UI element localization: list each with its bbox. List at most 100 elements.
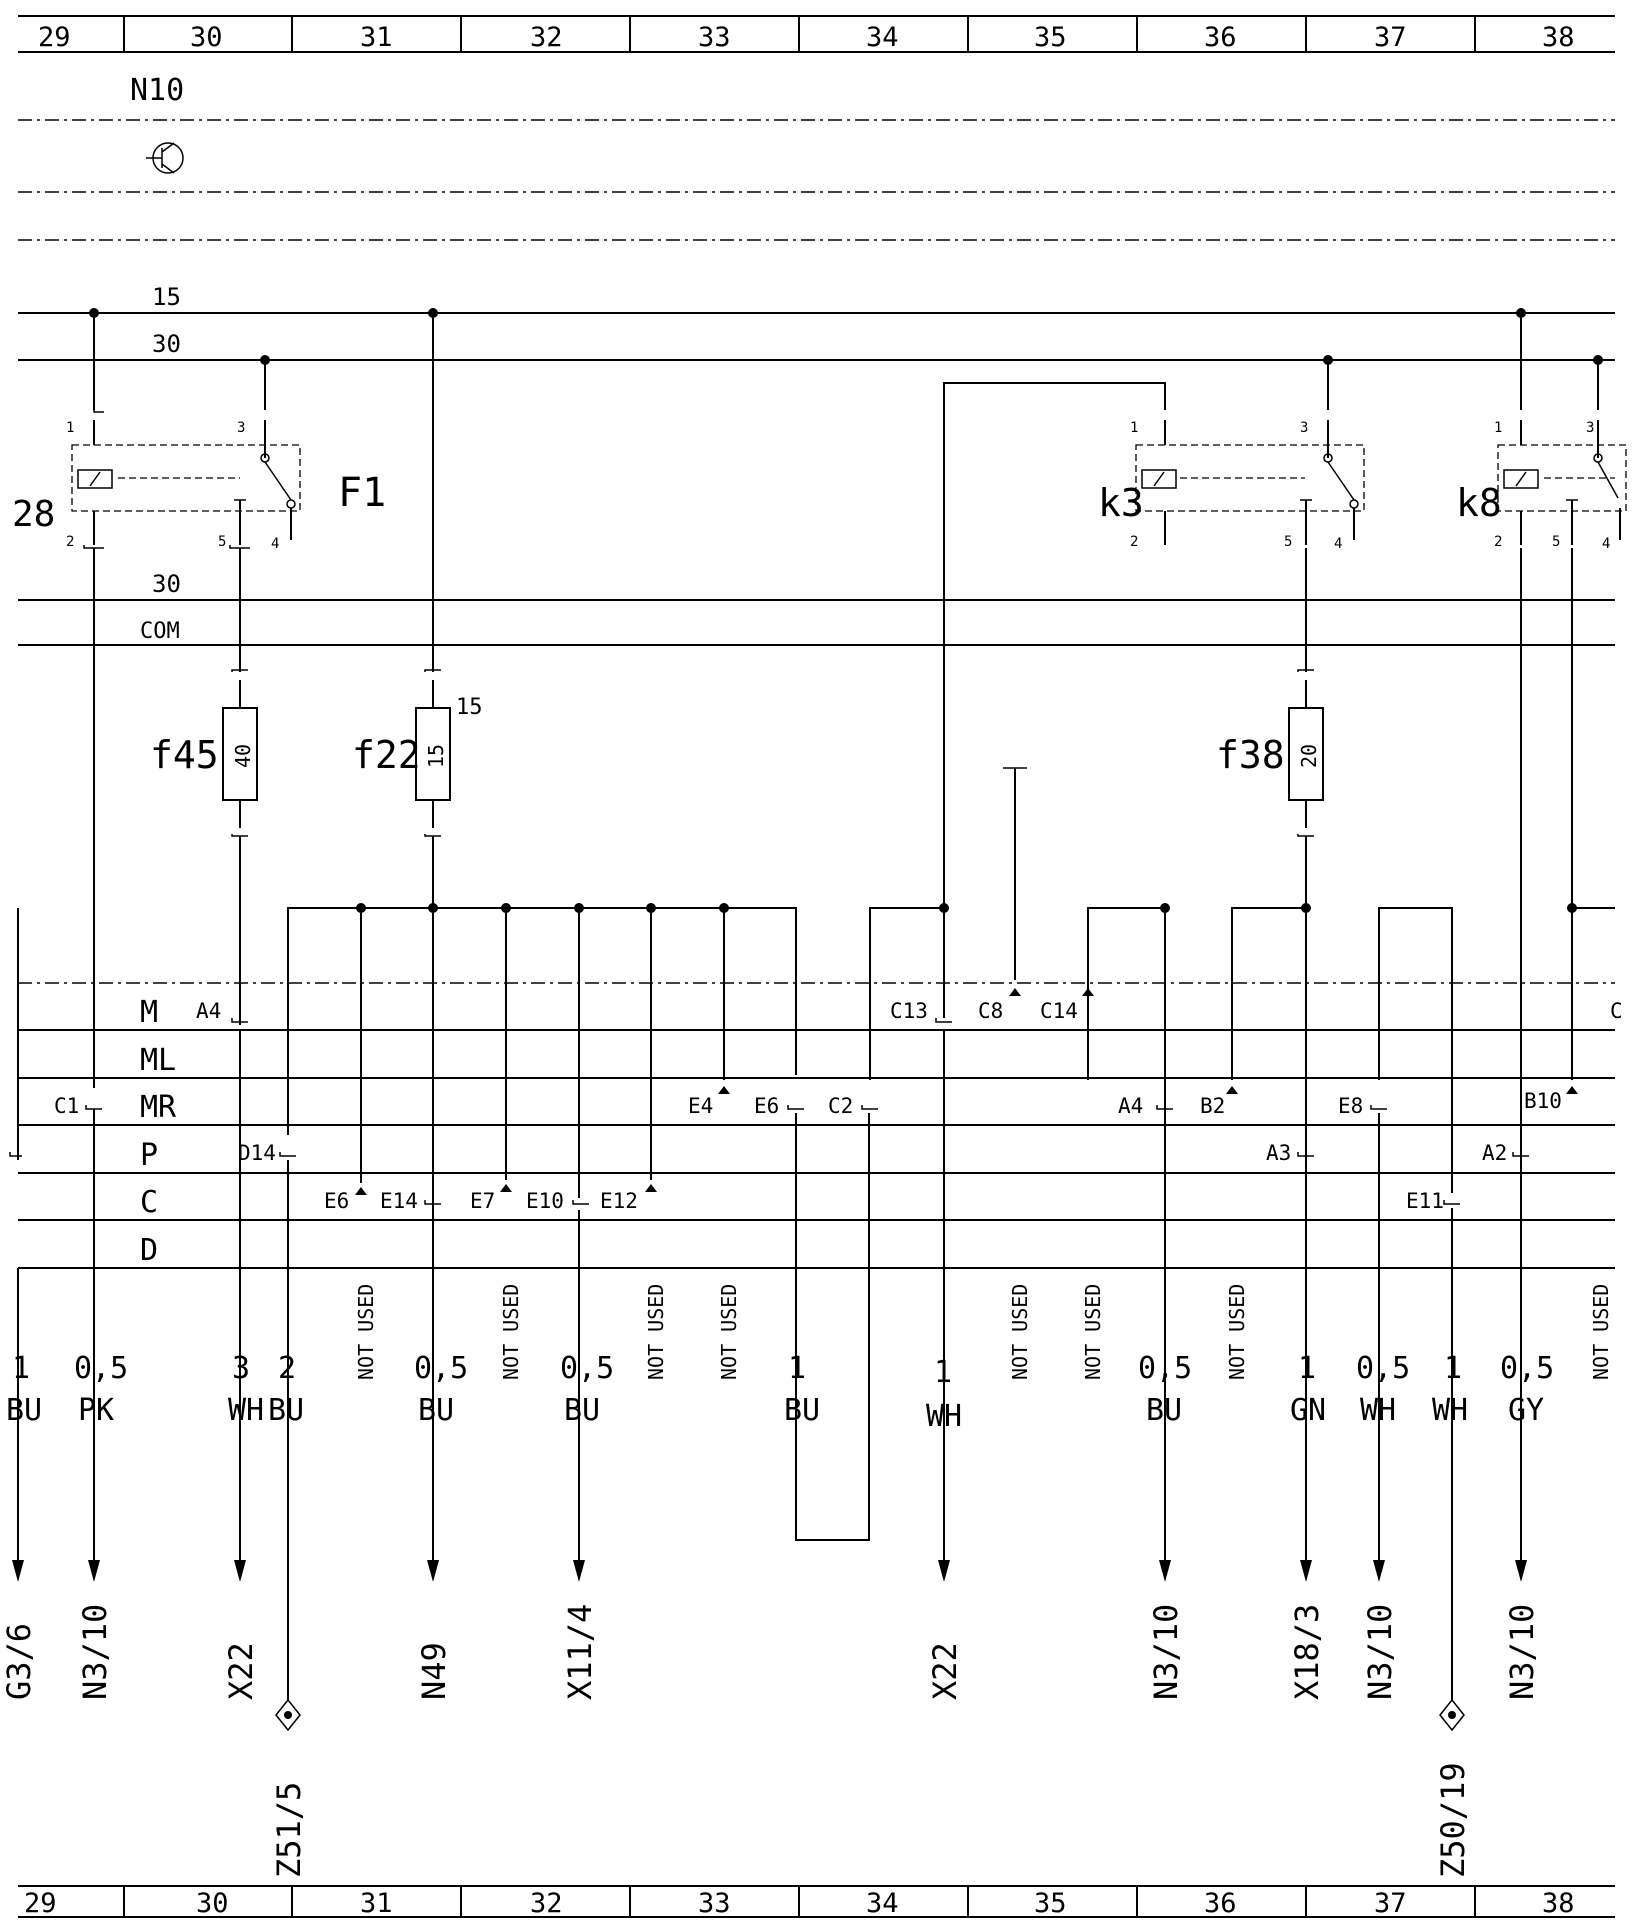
fuse-note: 15 [456, 695, 483, 720]
fuse-rating: 40 [231, 744, 255, 768]
relay-pin-label: 3 [1586, 420, 1594, 436]
pin-label: C13 [890, 999, 928, 1023]
not-used-labels: NOT USED NOT USED NOT USED NOT USED NOT … [354, 1284, 1613, 1380]
rail-label-com: COM [140, 619, 180, 644]
fuse-name: f38 [1216, 733, 1285, 777]
wire-destination: N3/10 [76, 1604, 114, 1700]
fuse-f22: 15 f22 15 [352, 669, 483, 837]
wire-destination: G3/6 [0, 1623, 38, 1700]
wire-size: 1 [788, 1351, 806, 1386]
relay-name-label: F1 [338, 470, 386, 516]
relay-pin-label: 1 [1494, 420, 1502, 436]
outgoing-wires [12, 1030, 1527, 1700]
pin-label: B10 [1524, 1089, 1562, 1113]
zone-ruler-top: 29 30 31 32 33 34 35 36 37 38 [18, 15, 1615, 53]
wire-color: BU [564, 1393, 600, 1428]
not-used-label: NOT USED [499, 1284, 523, 1380]
pin-label: E11 [1406, 1189, 1444, 1213]
module-label: N10 [130, 73, 184, 108]
zone-label: 29 [38, 22, 71, 53]
wire-color: BU [1146, 1393, 1182, 1428]
fuse-f45: 40 f45 [150, 669, 258, 837]
wire-destination: N3/10 [1361, 1604, 1399, 1700]
relay-pin-label: 2 [1130, 534, 1138, 550]
ground-symbol [275, 1698, 1465, 1732]
not-used-label: NOT USED [644, 1284, 668, 1380]
relay-pin-label: 3 [1300, 420, 1308, 436]
wire-size: 0,5 [1500, 1351, 1554, 1386]
wire-destination: N3/10 [1147, 1604, 1185, 1700]
connector-label: C [140, 1185, 158, 1220]
zone-label: 35 [1034, 1888, 1067, 1919]
wire-destination: N49 [415, 1642, 453, 1700]
wire-destination: X11/4 [561, 1604, 599, 1700]
wire-size: 1 [1298, 1351, 1316, 1386]
wire-size: 0,5 [414, 1351, 468, 1386]
not-used-label: NOT USED [354, 1284, 378, 1380]
relay-pin-label: 4 [1334, 536, 1342, 552]
zone-label: 34 [866, 1888, 899, 1919]
destination-labels: G3/6 N3/10 X22 Z51/5 N49 X11/4 X22 N3/10… [0, 1604, 1541, 1878]
pin-label: E10 [526, 1189, 564, 1213]
relay-f1: 1 2 3 4 5 F1 28 [12, 410, 386, 552]
relay-pin-label: 2 [66, 534, 74, 550]
not-used-label: NOT USED [1081, 1284, 1105, 1380]
wire-destination: X22 [222, 1642, 260, 1700]
relay-name-label: k8 [1456, 481, 1502, 525]
rail-label-15: 15 [152, 283, 181, 311]
connector-label: ML [140, 1043, 176, 1078]
not-used-label: NOT USED [717, 1284, 741, 1380]
wire-size: 0,5 [1356, 1351, 1410, 1386]
wire-color: BU [268, 1393, 304, 1428]
connector-label: MR [140, 1090, 177, 1125]
zone-label: 32 [530, 22, 563, 53]
fuse-name: f45 [150, 733, 219, 777]
relay-pin-label: 5 [1284, 534, 1292, 550]
pin-label: A3 [1266, 1141, 1291, 1165]
pin-label: E8 [1338, 1094, 1363, 1118]
wire-destination: Z50/19 [1434, 1762, 1472, 1878]
wire-color: GY [1508, 1393, 1544, 1428]
zone-label: 37 [1374, 22, 1407, 53]
wire-destination: N3/10 [1503, 1604, 1541, 1700]
relay-k3: 1 2 3 4 5 k3 [1098, 420, 1365, 552]
wire-color: BU [418, 1393, 454, 1428]
zone-label: 33 [698, 1888, 731, 1919]
fuse-f38: 20 f38 [1216, 669, 1324, 837]
relay-pin-label: 1 [1130, 420, 1138, 436]
wire-color: GN [1290, 1393, 1326, 1428]
zone-label: 36 [1204, 1888, 1237, 1919]
wire-spec-labels: 1 BU 0,5 PK 3 WH 2 BU 0,5 BU 0,5 BU 1 BU… [6, 1351, 1554, 1434]
zone-ruler-bottom: 29 30 31 32 33 34 35 36 37 38 [18, 1885, 1615, 1919]
relay-pin-label: 4 [1602, 536, 1610, 552]
wire-size: 1 [12, 1351, 30, 1386]
rail-feeds [89, 308, 1603, 908]
relay-pin-label: 4 [271, 536, 279, 552]
connector-label: D [140, 1233, 158, 1268]
wire-size: 1 [1444, 1351, 1462, 1386]
wire-size: 3 [232, 1351, 250, 1386]
not-used-label: NOT USED [1008, 1284, 1032, 1380]
zone-label: 38 [1542, 1888, 1575, 1919]
pin-label: E14 [380, 1189, 418, 1213]
relay-pin-label: 3 [237, 420, 245, 436]
pin-label: B2 [1200, 1094, 1225, 1118]
zone-label: 35 [1034, 22, 1067, 53]
wire-size: 1 [934, 1355, 952, 1390]
pin-label: E6 [754, 1094, 779, 1118]
relay-pin-label: 1 [66, 420, 74, 436]
wire-color: PK [78, 1393, 114, 1428]
pin-label: C14 [1040, 999, 1078, 1023]
pin-label: E7 [470, 1189, 495, 1213]
connector-label: M [140, 995, 158, 1030]
connector-pins: A4 C1 D14 E6 E14 E7 E10 E12 E4 E6 C2 C13… [9, 988, 1623, 1213]
rail-label-30: 30 [152, 570, 181, 598]
pin-label: A4 [1118, 1094, 1143, 1118]
wire-size: 2 [278, 1351, 296, 1386]
wire-color: BU [6, 1393, 42, 1428]
wire-destination: Z51/5 [270, 1782, 308, 1878]
zone-label: 38 [1542, 22, 1575, 53]
connector-rows: M ML MR P C D [18, 982, 1615, 1269]
wire-color: BU [784, 1393, 820, 1428]
wire-destination: X22 [926, 1642, 964, 1700]
